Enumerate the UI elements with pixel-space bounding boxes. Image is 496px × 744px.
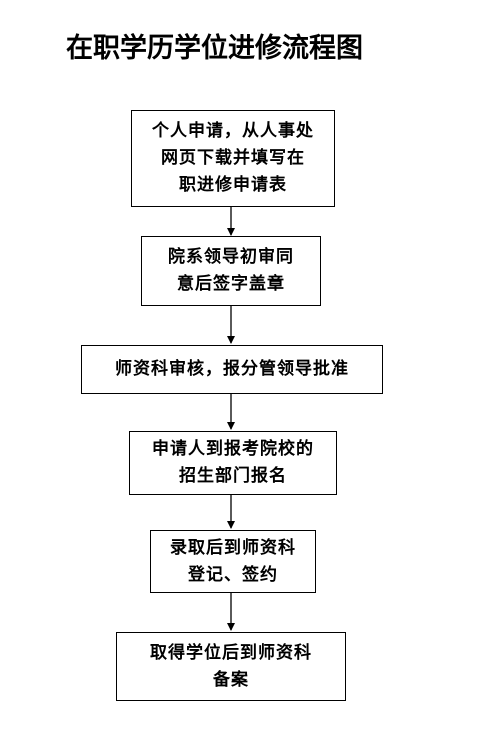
step-label: 师资科审核，报分管领导批准 — [115, 359, 349, 379]
page-title: 在职学历学位进修流程图 — [66, 33, 363, 64]
step-label: 个人申请，从人事处 网页下载并填写在 职进修申请表 — [152, 121, 314, 195]
step-enrollment-signing: 录取后到师资科 登记、签约 — [150, 530, 316, 593]
step-registration: 申请人到报考院校的 招生部门报名 — [129, 431, 337, 495]
step-faculty-review: 师资科审核，报分管领导批准 — [81, 345, 383, 394]
step-label: 录取后到师资科 登记、签约 — [170, 537, 296, 585]
step-label: 院系领导初审同 意后签字盖章 — [168, 247, 294, 294]
step-label: 取得学位后到师资科 备案 — [150, 642, 312, 690]
step-label: 申请人到报考院校的 招生部门报名 — [152, 439, 314, 486]
step-department-approval: 院系领导初审同 意后签字盖章 — [141, 236, 321, 306]
step-degree-filing: 取得学位后到师资科 备案 — [116, 632, 346, 701]
step-personal-application: 个人申请，从人事处 网页下载并填写在 职进修申请表 — [131, 110, 335, 207]
